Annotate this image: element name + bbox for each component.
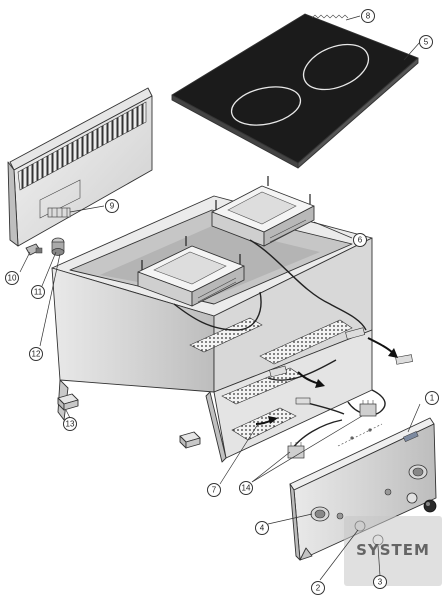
cable-gland	[51, 237, 65, 256]
leader-lines	[19, 15, 421, 581]
heating-module-rear	[211, 176, 315, 247]
callout-11: 11	[31, 285, 45, 299]
appliance-body	[51, 195, 373, 463]
callout-6: 6	[353, 233, 367, 247]
callout-1: 1	[425, 391, 439, 405]
svg-text:12: 12	[32, 350, 41, 359]
callout-10: 10	[5, 271, 19, 285]
control-knob-left	[310, 506, 330, 522]
foot-cap-right	[179, 431, 201, 449]
svg-text:2: 2	[316, 584, 321, 593]
svg-text:8: 8	[366, 12, 371, 21]
callout-12: 12	[29, 347, 43, 361]
svg-text:4: 4	[260, 524, 265, 533]
svg-text:6: 6	[358, 236, 363, 245]
terminal-block	[47, 207, 71, 218]
front-control-panel	[289, 417, 437, 561]
svg-text:5: 5	[424, 38, 429, 47]
svg-text:13: 13	[66, 420, 75, 429]
watermark-text: SYSTEM	[356, 541, 430, 559]
callout-5: 5	[419, 35, 433, 49]
svg-text:11: 11	[34, 288, 43, 297]
svg-text:7: 7	[212, 486, 217, 495]
callout-8: 8	[361, 9, 375, 23]
indicator-lamp	[406, 492, 437, 513]
heating-zone-ring-rear	[302, 43, 370, 91]
callout-3: 3	[373, 575, 387, 589]
control-knob-right	[408, 464, 428, 480]
heating-module-front	[137, 236, 245, 307]
cable-clamp	[25, 243, 43, 256]
heating-zone-ring-front	[230, 86, 302, 126]
assembly-arrows	[255, 337, 398, 425]
svg-text:10: 10	[8, 274, 17, 283]
svg-text:14: 14	[242, 484, 251, 493]
svg-text:1: 1	[430, 394, 435, 403]
callout-2: 2	[311, 581, 325, 595]
system-watermark: SYSTEM	[344, 516, 442, 586]
svg-text:9: 9	[110, 202, 115, 211]
svg-text:3: 3	[378, 578, 383, 587]
ceramic-glass-top	[171, 13, 419, 169]
callout-13: 13	[63, 417, 77, 431]
callout-14: 14	[239, 481, 253, 495]
control-regulators	[287, 400, 377, 459]
callout-9: 9	[105, 199, 119, 213]
callout-4: 4	[255, 521, 269, 535]
callout-7: 7	[207, 483, 221, 497]
foot-cap-left	[57, 393, 79, 411]
rear-splash-panel	[7, 87, 153, 247]
glass-edge-seal	[311, 14, 349, 19]
